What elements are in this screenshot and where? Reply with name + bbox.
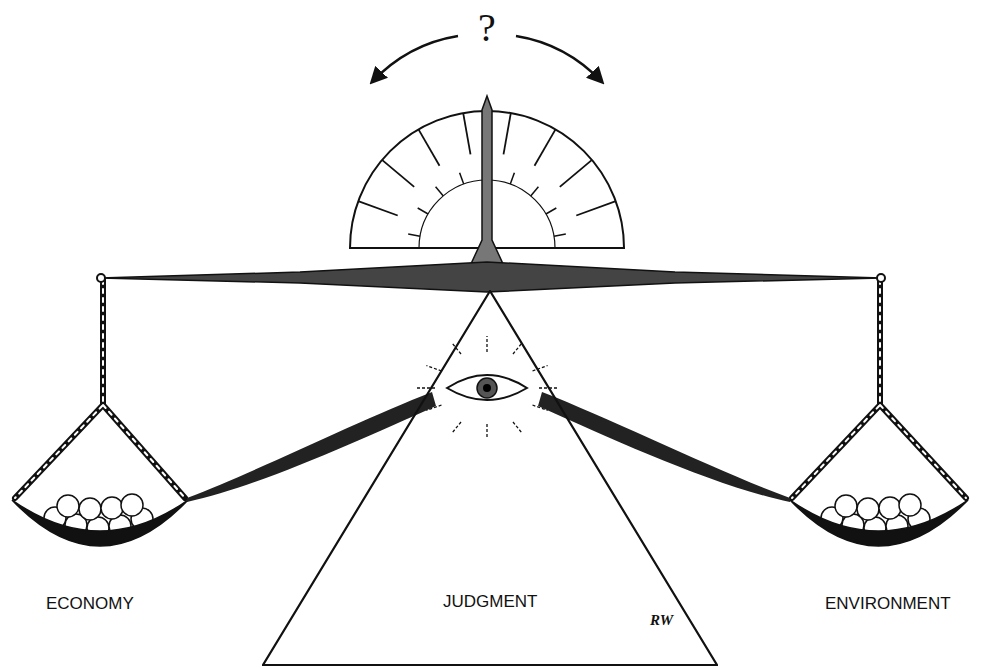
weight-ball <box>879 497 901 519</box>
weight-ball <box>121 494 143 516</box>
dial-tick <box>358 201 398 215</box>
node-label: JUDGMENT <box>443 592 537 612</box>
eye-ray <box>486 336 487 352</box>
chains <box>15 280 966 498</box>
weight-ball <box>899 494 921 516</box>
eye-ray <box>452 422 461 433</box>
eye-pupil <box>483 384 491 392</box>
eye-ray <box>513 422 522 433</box>
eye-outline <box>447 375 527 400</box>
eye-ray <box>513 343 522 354</box>
weight-ball <box>857 498 879 520</box>
triangle-shape <box>263 291 717 665</box>
chain <box>15 280 185 498</box>
beam-end <box>877 274 885 282</box>
dial-tick <box>382 160 414 187</box>
dial-tick <box>419 129 440 165</box>
dial-tick <box>418 208 428 214</box>
scale-pan <box>12 500 188 546</box>
dial-tick <box>560 160 592 187</box>
weight-ball <box>101 497 123 519</box>
eye-ray <box>426 366 441 372</box>
dial-tick <box>546 208 556 214</box>
eye-ray <box>533 405 548 411</box>
pan-label: ENVIRONMENT <box>825 594 951 614</box>
weight-ball <box>57 495 79 517</box>
dial-tick <box>510 173 514 184</box>
swing-arrow <box>516 36 602 82</box>
dial-tick <box>554 234 566 236</box>
judgment-triangle: JUDGMENT <box>262 290 718 666</box>
beam-end <box>97 274 105 282</box>
swing-arrow <box>372 36 458 82</box>
chain <box>792 280 966 498</box>
artist-signature: RW <box>650 612 673 629</box>
eye-iris <box>477 378 497 398</box>
weight-ball <box>835 495 857 517</box>
ribbon-band <box>187 392 436 502</box>
eye-ray <box>426 405 441 411</box>
eye-rays <box>417 336 557 438</box>
dial-tick <box>504 113 511 154</box>
chain-links <box>15 280 185 498</box>
scale-beam <box>100 262 882 292</box>
weight-ball <box>79 498 101 520</box>
dial-tick <box>463 113 470 154</box>
chain-links <box>792 280 966 498</box>
dial-tick <box>531 187 539 196</box>
question-mark: ? <box>478 4 496 51</box>
needle <box>470 96 504 266</box>
pan-weights <box>44 494 930 539</box>
ribbon-band <box>538 392 790 502</box>
dial-tick <box>436 187 444 196</box>
dial-tick <box>408 234 420 236</box>
dial-tick <box>576 201 616 215</box>
scale-pan <box>790 500 968 546</box>
dial-tick <box>535 129 556 165</box>
eye-ray <box>486 424 487 438</box>
dial-tick <box>460 173 464 184</box>
pan-label: ECONOMY <box>46 594 134 614</box>
